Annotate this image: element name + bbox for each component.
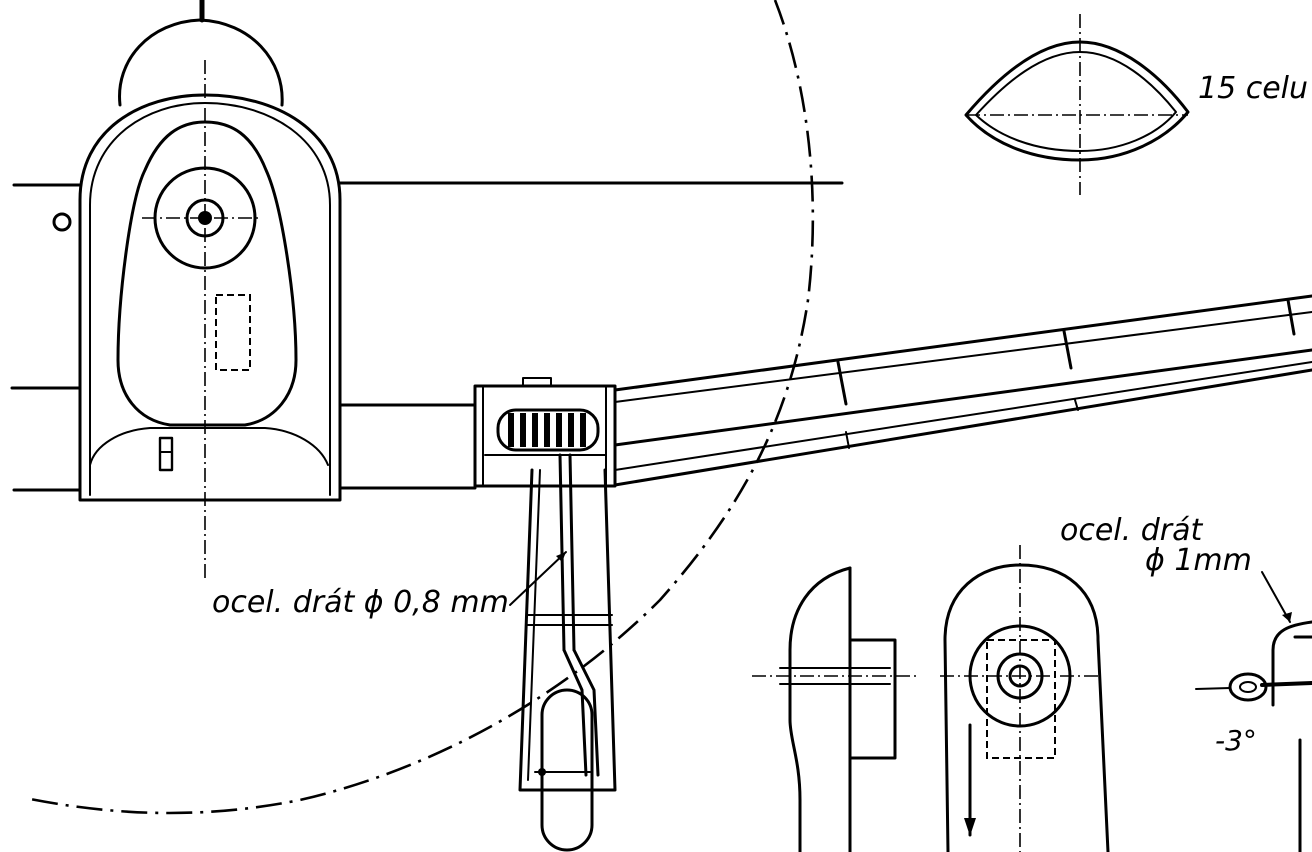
wing-spar	[613, 294, 1312, 487]
label-top-right: 15 celu	[1198, 71, 1308, 106]
fuselage-lines	[10, 181, 844, 492]
small-hole-circle	[52, 212, 72, 232]
large-dash-dot-arc	[24, 0, 815, 815]
gear-mount-bay	[473, 377, 617, 488]
label-angle: -3°	[1215, 724, 1257, 757]
bottom-front-view	[940, 545, 1110, 852]
label-wire-small: ocel. drát ϕ 0,8 mm	[212, 585, 509, 620]
bottom-side-view	[752, 566, 920, 852]
top-section-profile	[964, 14, 1190, 195]
label-wire-large-line2: ϕ 1mm	[1145, 543, 1252, 578]
leader-lines	[509, 551, 1292, 623]
main-fairing	[78, 0, 342, 578]
wire-bracket	[1195, 620, 1312, 852]
landing-strut	[518, 453, 617, 852]
label-wire-large-line1: ocel. drát	[1060, 513, 1203, 548]
